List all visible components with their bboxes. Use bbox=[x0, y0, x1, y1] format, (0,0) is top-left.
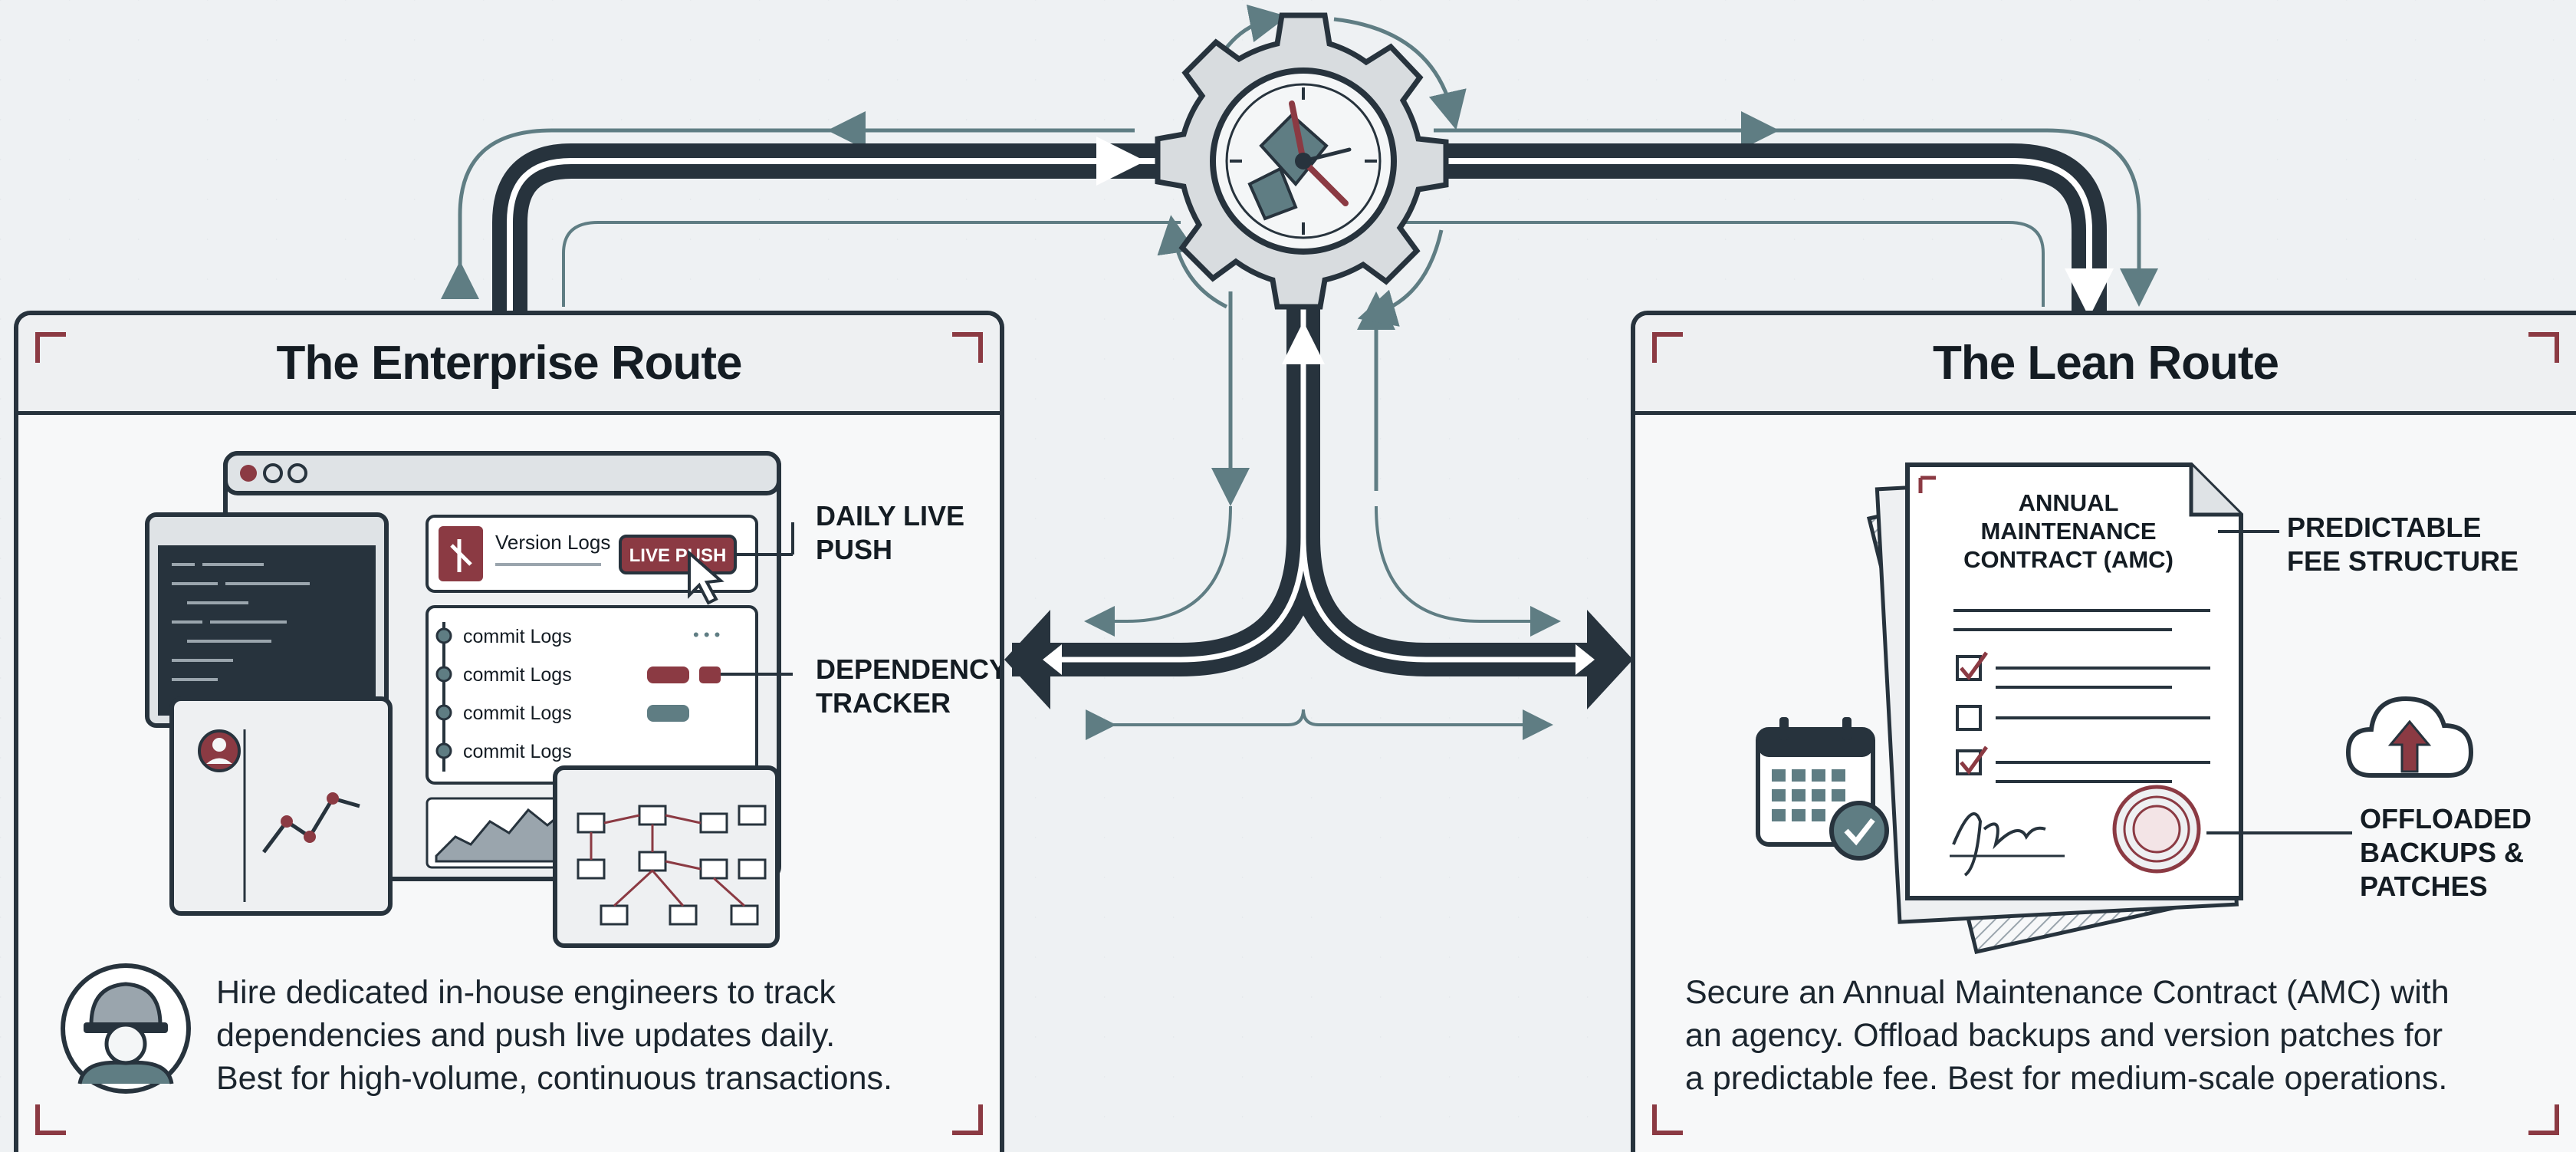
calendar-check-icon bbox=[1756, 717, 1889, 861]
corner-bracket bbox=[952, 1104, 983, 1135]
lean-route-header: The Lean Route bbox=[1635, 315, 2576, 415]
lean-route-description: Secure an Annual Maintenance Contract (A… bbox=[1685, 974, 2450, 1097]
predictable-fee-callout: PREDICTABLE FEE STRUCTURE bbox=[2287, 512, 2519, 577]
commit-list: commit Logs • • • commit Logs commit Log… bbox=[435, 625, 721, 762]
contract-document: ANNUAL MAINTENANCE CONTRACT (AMC) bbox=[1866, 462, 2243, 954]
corner-bracket bbox=[1652, 332, 1683, 363]
panel-title: The Enterprise Route bbox=[276, 337, 743, 390]
live-push-label: LIVE PUSH bbox=[629, 545, 727, 566]
seal-icon bbox=[2112, 785, 2201, 874]
contract-heading: MAINTENANCE bbox=[1980, 518, 2156, 545]
commit-row: commit Logs bbox=[463, 664, 572, 686]
engineer-icon bbox=[61, 963, 191, 1094]
contract-heading: ANNUAL bbox=[2019, 489, 2119, 516]
signature-icon bbox=[1952, 812, 2046, 877]
corner-bracket bbox=[35, 332, 66, 363]
analytics-window bbox=[169, 696, 393, 916]
corner-bracket bbox=[952, 332, 983, 363]
enterprise-route-description: Hire dedicated in-house engineers to tra… bbox=[216, 974, 892, 1097]
version-logs-label: Version Logs bbox=[495, 531, 610, 554]
commit-row: commit Logs bbox=[463, 626, 572, 647]
dependency-graph-window bbox=[553, 765, 780, 948]
offloaded-backups-callout: OFFLOADED BACKUPS & PATCHES bbox=[2360, 803, 2532, 902]
cloud-upload-icon bbox=[2345, 696, 2474, 778]
cursor-icon bbox=[688, 549, 724, 605]
corner-bracket bbox=[1652, 1104, 1683, 1135]
panel-title: The Lean Route bbox=[1932, 337, 2279, 390]
enterprise-route-panel: The Enterprise Route Version Logs LIVE P… bbox=[14, 311, 1004, 1152]
code-editor-window bbox=[145, 512, 389, 728]
commit-row: commit Logs bbox=[463, 703, 572, 724]
contract-illustration: ANNUAL MAINTENANCE CONTRACT (AMC) bbox=[1756, 462, 2474, 954]
svg-text:• • •: • • • bbox=[693, 625, 720, 644]
corner-bracket bbox=[35, 1104, 66, 1135]
enterprise-route-header: The Enterprise Route bbox=[18, 315, 1000, 415]
dependency-tracker-callout: DEPENDENCY TRACKER bbox=[816, 653, 1004, 719]
gear-clock-icon bbox=[1155, 12, 1449, 310]
corner-bracket bbox=[2528, 332, 2559, 363]
commit-row: commit Logs bbox=[463, 741, 572, 762]
daily-live-push-callout: DAILY LIVE PUSH bbox=[816, 500, 965, 565]
contract-heading: CONTRACT (AMC) bbox=[1963, 546, 2174, 573]
lean-route-panel: The Lean Route ANNUAL MAINTENANCE CONTRA… bbox=[1631, 311, 2576, 1152]
corner-bracket bbox=[2528, 1104, 2559, 1135]
enterprise-dashboard-illustration: Version Logs LIVE PUSH commit Logs • • •… bbox=[61, 451, 794, 1094]
